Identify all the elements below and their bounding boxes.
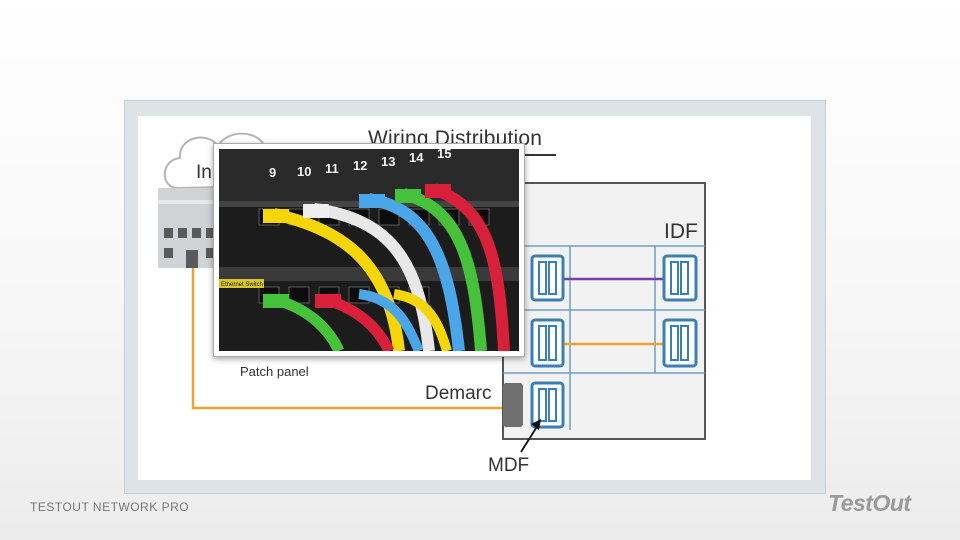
internet-label: In: [196, 162, 212, 183]
port-number-label: 9: [269, 165, 276, 180]
switch-label: Ethernet Switch: [221, 282, 263, 288]
idf-label: IDF: [664, 220, 698, 243]
course-footer: TESTOUT NETWORK PRO: [30, 500, 190, 514]
rack-icon: [662, 318, 698, 368]
port-number-label: 14: [409, 150, 424, 165]
port-number-label: 12: [353, 158, 367, 173]
port-number-label: 11: [325, 161, 339, 176]
patch-panel-label: Patch panel: [240, 364, 309, 379]
port-number-label: 15: [437, 149, 451, 161]
port-number-label: 10: [297, 164, 311, 179]
demarc-label: Demarc: [425, 383, 492, 404]
testout-logo: TestOut: [828, 490, 911, 516]
rack-icon: [530, 318, 565, 368]
patch-panel-photo: 9 10 11 12 13 14 15 Ethernet Switch: [213, 143, 525, 357]
patch-panel-illustration: 9 10 11 12 13 14 15 Ethernet Switch: [219, 149, 519, 351]
orange-cable-building-demarc: [191, 268, 504, 410]
rack-icon: [662, 254, 698, 302]
patch-panel-image: 9 10 11 12 13 14 15 Ethernet Switch: [219, 149, 519, 351]
arrow-icon: [520, 419, 541, 453]
demarc-box: [503, 383, 523, 427]
rack-icon: [530, 254, 565, 302]
building-icon: [158, 188, 218, 268]
rack-icon: [530, 381, 565, 429]
mdf-label: MDF: [488, 455, 530, 476]
port-number-label: 13: [381, 154, 395, 169]
